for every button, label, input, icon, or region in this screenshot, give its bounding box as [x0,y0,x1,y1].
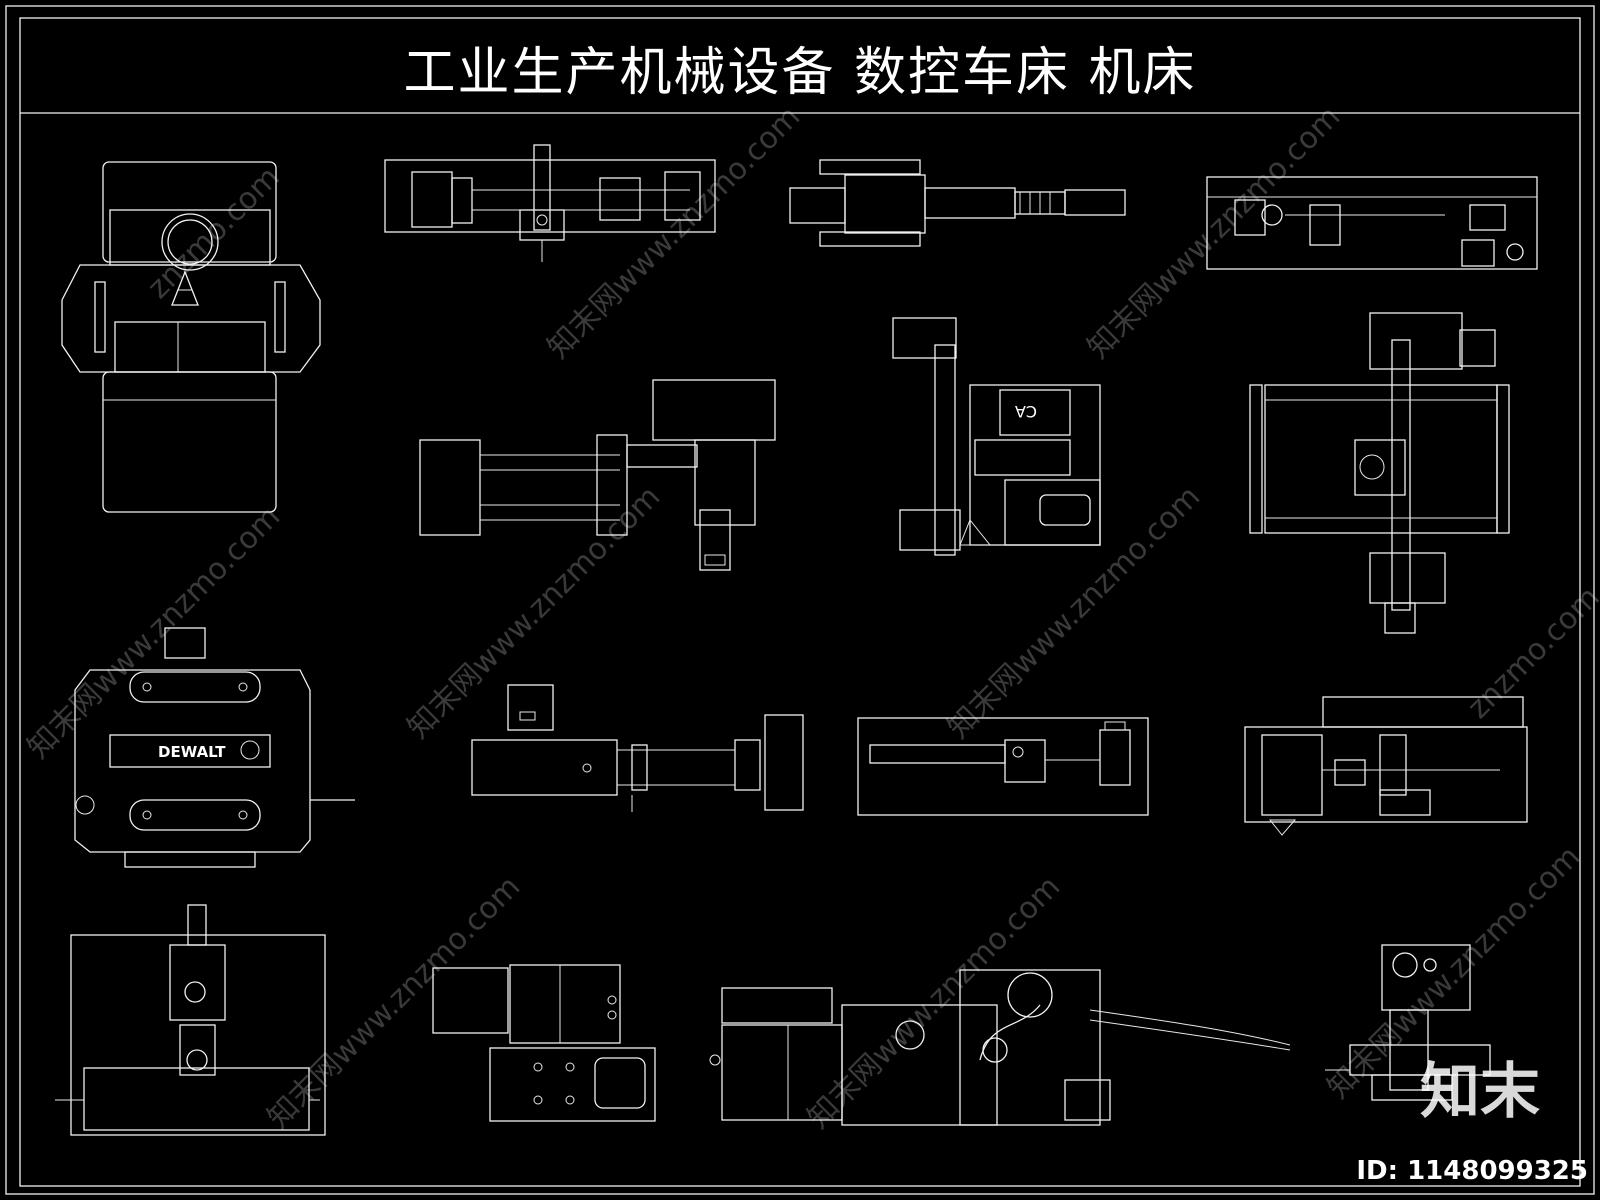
inner-frame [19,17,1581,1187]
machine-1-front-view [61,161,321,513]
machine-3-spindle [789,159,1126,247]
brand-label: DEWALT [158,743,226,761]
machine-5-lathe [419,379,776,571]
asset-id-label: ID: 1148099325 [1356,1156,1588,1186]
outer-frame [5,5,1595,1195]
watermark-text: 知末网www.znzmo.com [941,479,1207,745]
machine-2-lathe [384,144,716,262]
drawing-title: 工业生产机械设备 数控车床 机床 [403,43,1197,103]
machine-13-machine [432,964,656,1122]
machine-6-machine: CA [892,317,1101,556]
watermark-text: 知末网www.znzmo.com [801,869,1067,1135]
watermark-text: 知末网www.znzmo.com [21,499,287,765]
machine-9-lathe [471,684,804,812]
watermark-text: 知末网www.znzmo.com [261,869,527,1135]
machine-14-lathe [709,969,1291,1126]
machine-15-mill [1325,944,1491,1101]
machine-12-table [55,904,326,1136]
machine-7-gantry [1249,312,1510,634]
watermark-text: znzmo.com [1461,580,1600,726]
watermark-logo: 知末 [1420,1057,1540,1127]
motor-label: CA [1015,402,1037,421]
watermark-text: 知末网www.znzmo.com [1081,99,1347,365]
machine-11-lathe [1244,696,1528,836]
watermark-text: znzmo.com [141,160,287,306]
machine-10-lathe [857,717,1149,816]
machine-4-lathe [1206,176,1538,270]
watermark-layer: znzmo.com 知末网www.znzmo.com 知末网www.znzmo.… [21,99,1600,1135]
machine-8-planer: DEWALT [74,627,355,868]
